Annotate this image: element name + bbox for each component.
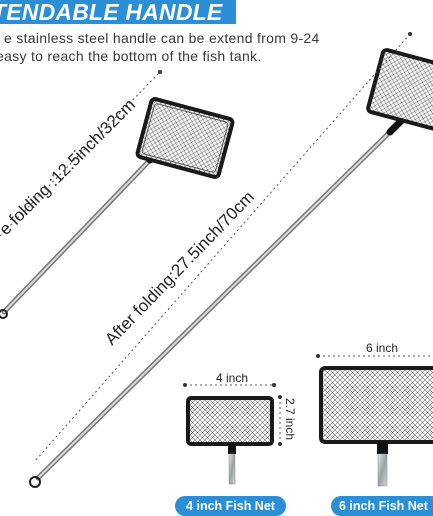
extended-net-frame: [366, 48, 433, 136]
small-net-closeup: 4 inch 2.7 inch: [183, 371, 297, 485]
extended-length-label: After folding:27.5inch/70cm: [101, 187, 258, 348]
small-width-label: 4 inch: [216, 371, 248, 385]
folded-dimension-line: [0, 71, 161, 237]
large-net-closeup: 6 inch: [316, 341, 433, 487]
description-line-2: easy to reach the bottom of the fish tan…: [0, 48, 262, 64]
small-net-frame: [186, 396, 274, 446]
folded-net-frame: [135, 97, 235, 179]
feature-title-banner: TENDABLE HANDLE: [0, 0, 236, 24]
folded-length-label: e folding :12.5inch/32cm: [0, 95, 139, 239]
small-height-label: 2.7 inch: [283, 398, 297, 440]
feature-title: TENDABLE HANDLE: [0, 0, 223, 24]
small-net-label: 4 inch Fish Net: [175, 496, 286, 516]
description-line-1: e stainless steel handle can be extend f…: [4, 30, 320, 46]
extended-hanging-ring: [29, 476, 41, 488]
folded-hanging-ring: [0, 309, 8, 319]
folded-net: e folding :12.5inch/32cm: [0, 70, 235, 319]
large-width-label: 6 inch: [366, 341, 398, 355]
large-net-frame: [319, 366, 433, 444]
large-net-label: 6 inch Fish Net: [331, 496, 433, 516]
